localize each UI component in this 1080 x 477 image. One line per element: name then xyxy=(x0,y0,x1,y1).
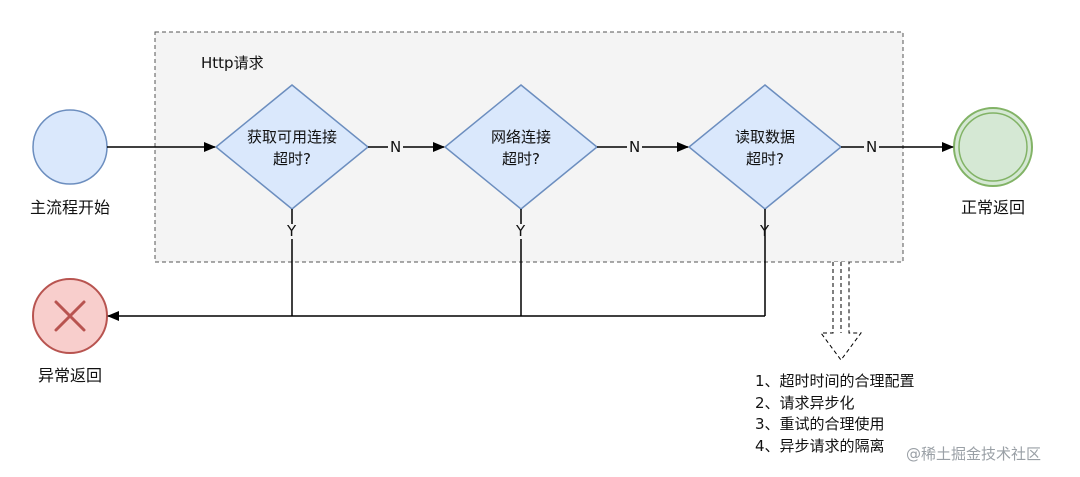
normal-return-label: 正常返回 xyxy=(960,198,1026,217)
improvement-notes: 1、超时时间的合理配置 2、请求异步化 3、重试的合理使用 4、异步请求的隔离 xyxy=(755,371,915,457)
note-item-2: 2、请求异步化 xyxy=(755,393,855,412)
edge-label-n1: N xyxy=(388,138,404,156)
edge-label-y3: Y xyxy=(760,222,770,240)
decision-1-line2: 超时? xyxy=(273,150,311,168)
edge-label-n3: N xyxy=(864,138,880,156)
decision-1-label: 获取可用连接 超时? xyxy=(247,126,337,170)
decision-2-line1: 网络连接 xyxy=(490,128,552,146)
start-node-label: 主流程开始 xyxy=(29,198,111,217)
edge-label-n2: N xyxy=(627,138,643,156)
edge-label-y2: Y xyxy=(514,222,528,240)
note-item-3: 3、重试的合理使用 xyxy=(755,415,885,433)
decision-3-label: 读取数据 超时? xyxy=(735,126,795,170)
decision-2-line2: 超时? xyxy=(502,150,540,168)
note-item-4: 4、异步请求的隔离 xyxy=(755,436,885,455)
start-node[interactable] xyxy=(32,109,108,185)
decision-2-label: 网络连接 超时? xyxy=(491,126,551,170)
watermark: @稀土掘金技术社区 xyxy=(906,445,1042,463)
error-return-label: 异常返回 xyxy=(37,366,103,385)
error-return-node[interactable] xyxy=(32,278,108,354)
edge-label-y1: Y xyxy=(285,222,299,240)
decision-1-line1: 获取可用连接 xyxy=(246,128,338,146)
decision-3-line2: 超时? xyxy=(746,150,784,168)
group-title: Http请求 xyxy=(201,54,264,72)
close-icon xyxy=(54,300,86,332)
normal-return-node[interactable] xyxy=(953,107,1033,187)
decision-3-line1: 读取数据 xyxy=(734,128,796,146)
note-item-1: 1、超时时间的合理配置 xyxy=(755,372,915,390)
